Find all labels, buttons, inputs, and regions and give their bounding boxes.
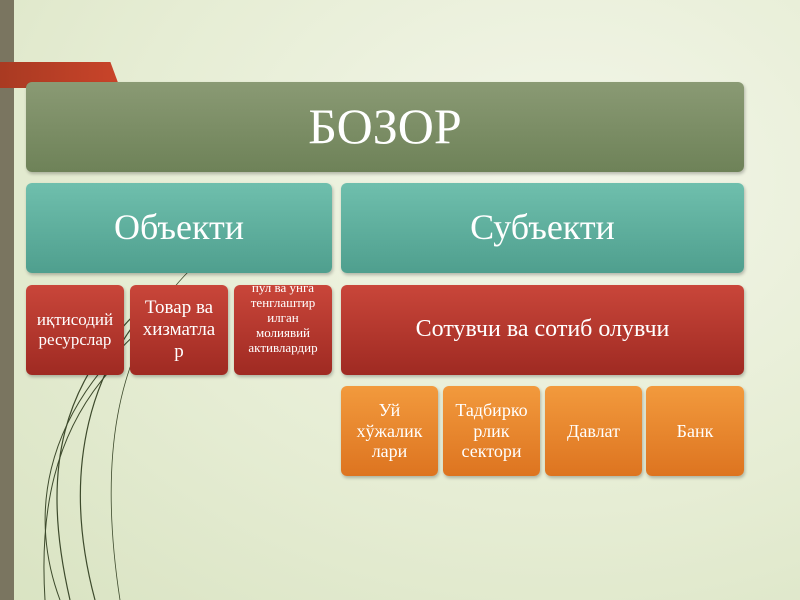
object-item-money-assets: пул ва унга тенглаштир илган молиявий ак… bbox=[248, 285, 318, 355]
subjects-group-label: Сотувчи ва сотиб олувчи bbox=[415, 316, 670, 343]
subject-item-business-sector: Тадбирко рлик сектори bbox=[455, 399, 528, 462]
left-decor-bar bbox=[0, 0, 14, 600]
subject-item-box: Тадбирко рлик сектори bbox=[443, 386, 540, 476]
objects-heading: Объекти bbox=[113, 207, 245, 248]
subject-item-box: Банк bbox=[646, 386, 744, 476]
subjects-heading: Субъекти bbox=[470, 207, 615, 248]
objects-heading-box: Объекти bbox=[26, 183, 332, 273]
subject-item-households: Уй хўжалик лари bbox=[356, 399, 423, 462]
subjects-group-box: Сотувчи ва сотиб олувчи bbox=[341, 285, 744, 375]
object-item-box: пул ва унга тенглаштир илган молиявий ак… bbox=[234, 285, 332, 375]
object-item-box: Товар ва хизматла р bbox=[130, 285, 228, 375]
subject-item-box: Давлат bbox=[545, 386, 642, 476]
subject-item-bank: Банк bbox=[676, 420, 714, 441]
title-text: БОЗОР bbox=[308, 98, 462, 155]
object-item-goods-services: Товар ва хизматла р bbox=[142, 297, 216, 362]
subjects-heading-box: Субъекти bbox=[341, 183, 744, 273]
subject-item-box: Уй хўжалик лари bbox=[341, 386, 438, 476]
object-item-box: иқтисодий ресурслар bbox=[26, 285, 124, 375]
object-item-economic-resources: иқтисодий ресурслар bbox=[36, 310, 114, 349]
subject-item-state: Давлат bbox=[567, 420, 620, 441]
diagram-title: БОЗОР bbox=[26, 82, 744, 172]
